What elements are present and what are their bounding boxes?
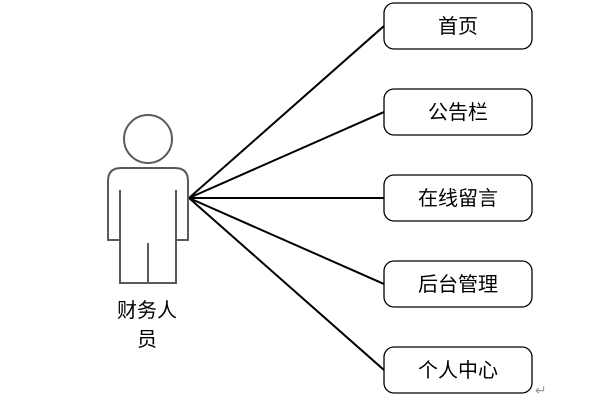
use-case-3: 后台管理 [383, 260, 533, 308]
use-case-box [383, 2, 533, 50]
use-case-2: 在线留言 [383, 174, 533, 222]
use-case-box [383, 260, 533, 308]
association-line-4 [188, 197, 385, 371]
association-line-3 [188, 197, 385, 285]
actor-label-line2: 员 [137, 327, 157, 351]
associations [188, 25, 385, 371]
use-case-label: 首页 [438, 14, 478, 38]
use-case-label: 在线留言 [418, 186, 498, 210]
use-case-box [383, 346, 533, 394]
actor-label-line1: 财务人 [117, 298, 177, 322]
use-case-0: 首页 [383, 2, 533, 50]
paragraph-mark-icon: ↵ [535, 383, 547, 399]
use-case-label: 个人中心 [418, 358, 498, 382]
use-case-box [383, 174, 533, 222]
use-case-1: 公告栏 [383, 88, 533, 136]
association-line-0 [188, 25, 385, 199]
actor-body [107, 167, 189, 284]
actor-figure-icon [107, 114, 189, 284]
use-case-label: 公告栏 [428, 100, 488, 124]
actor-head [123, 114, 173, 164]
use-case-4: 个人中心 [383, 346, 533, 394]
association-line-1 [188, 111, 385, 199]
use-case-box [383, 88, 533, 136]
use-case-label: 后台管理 [418, 272, 498, 296]
